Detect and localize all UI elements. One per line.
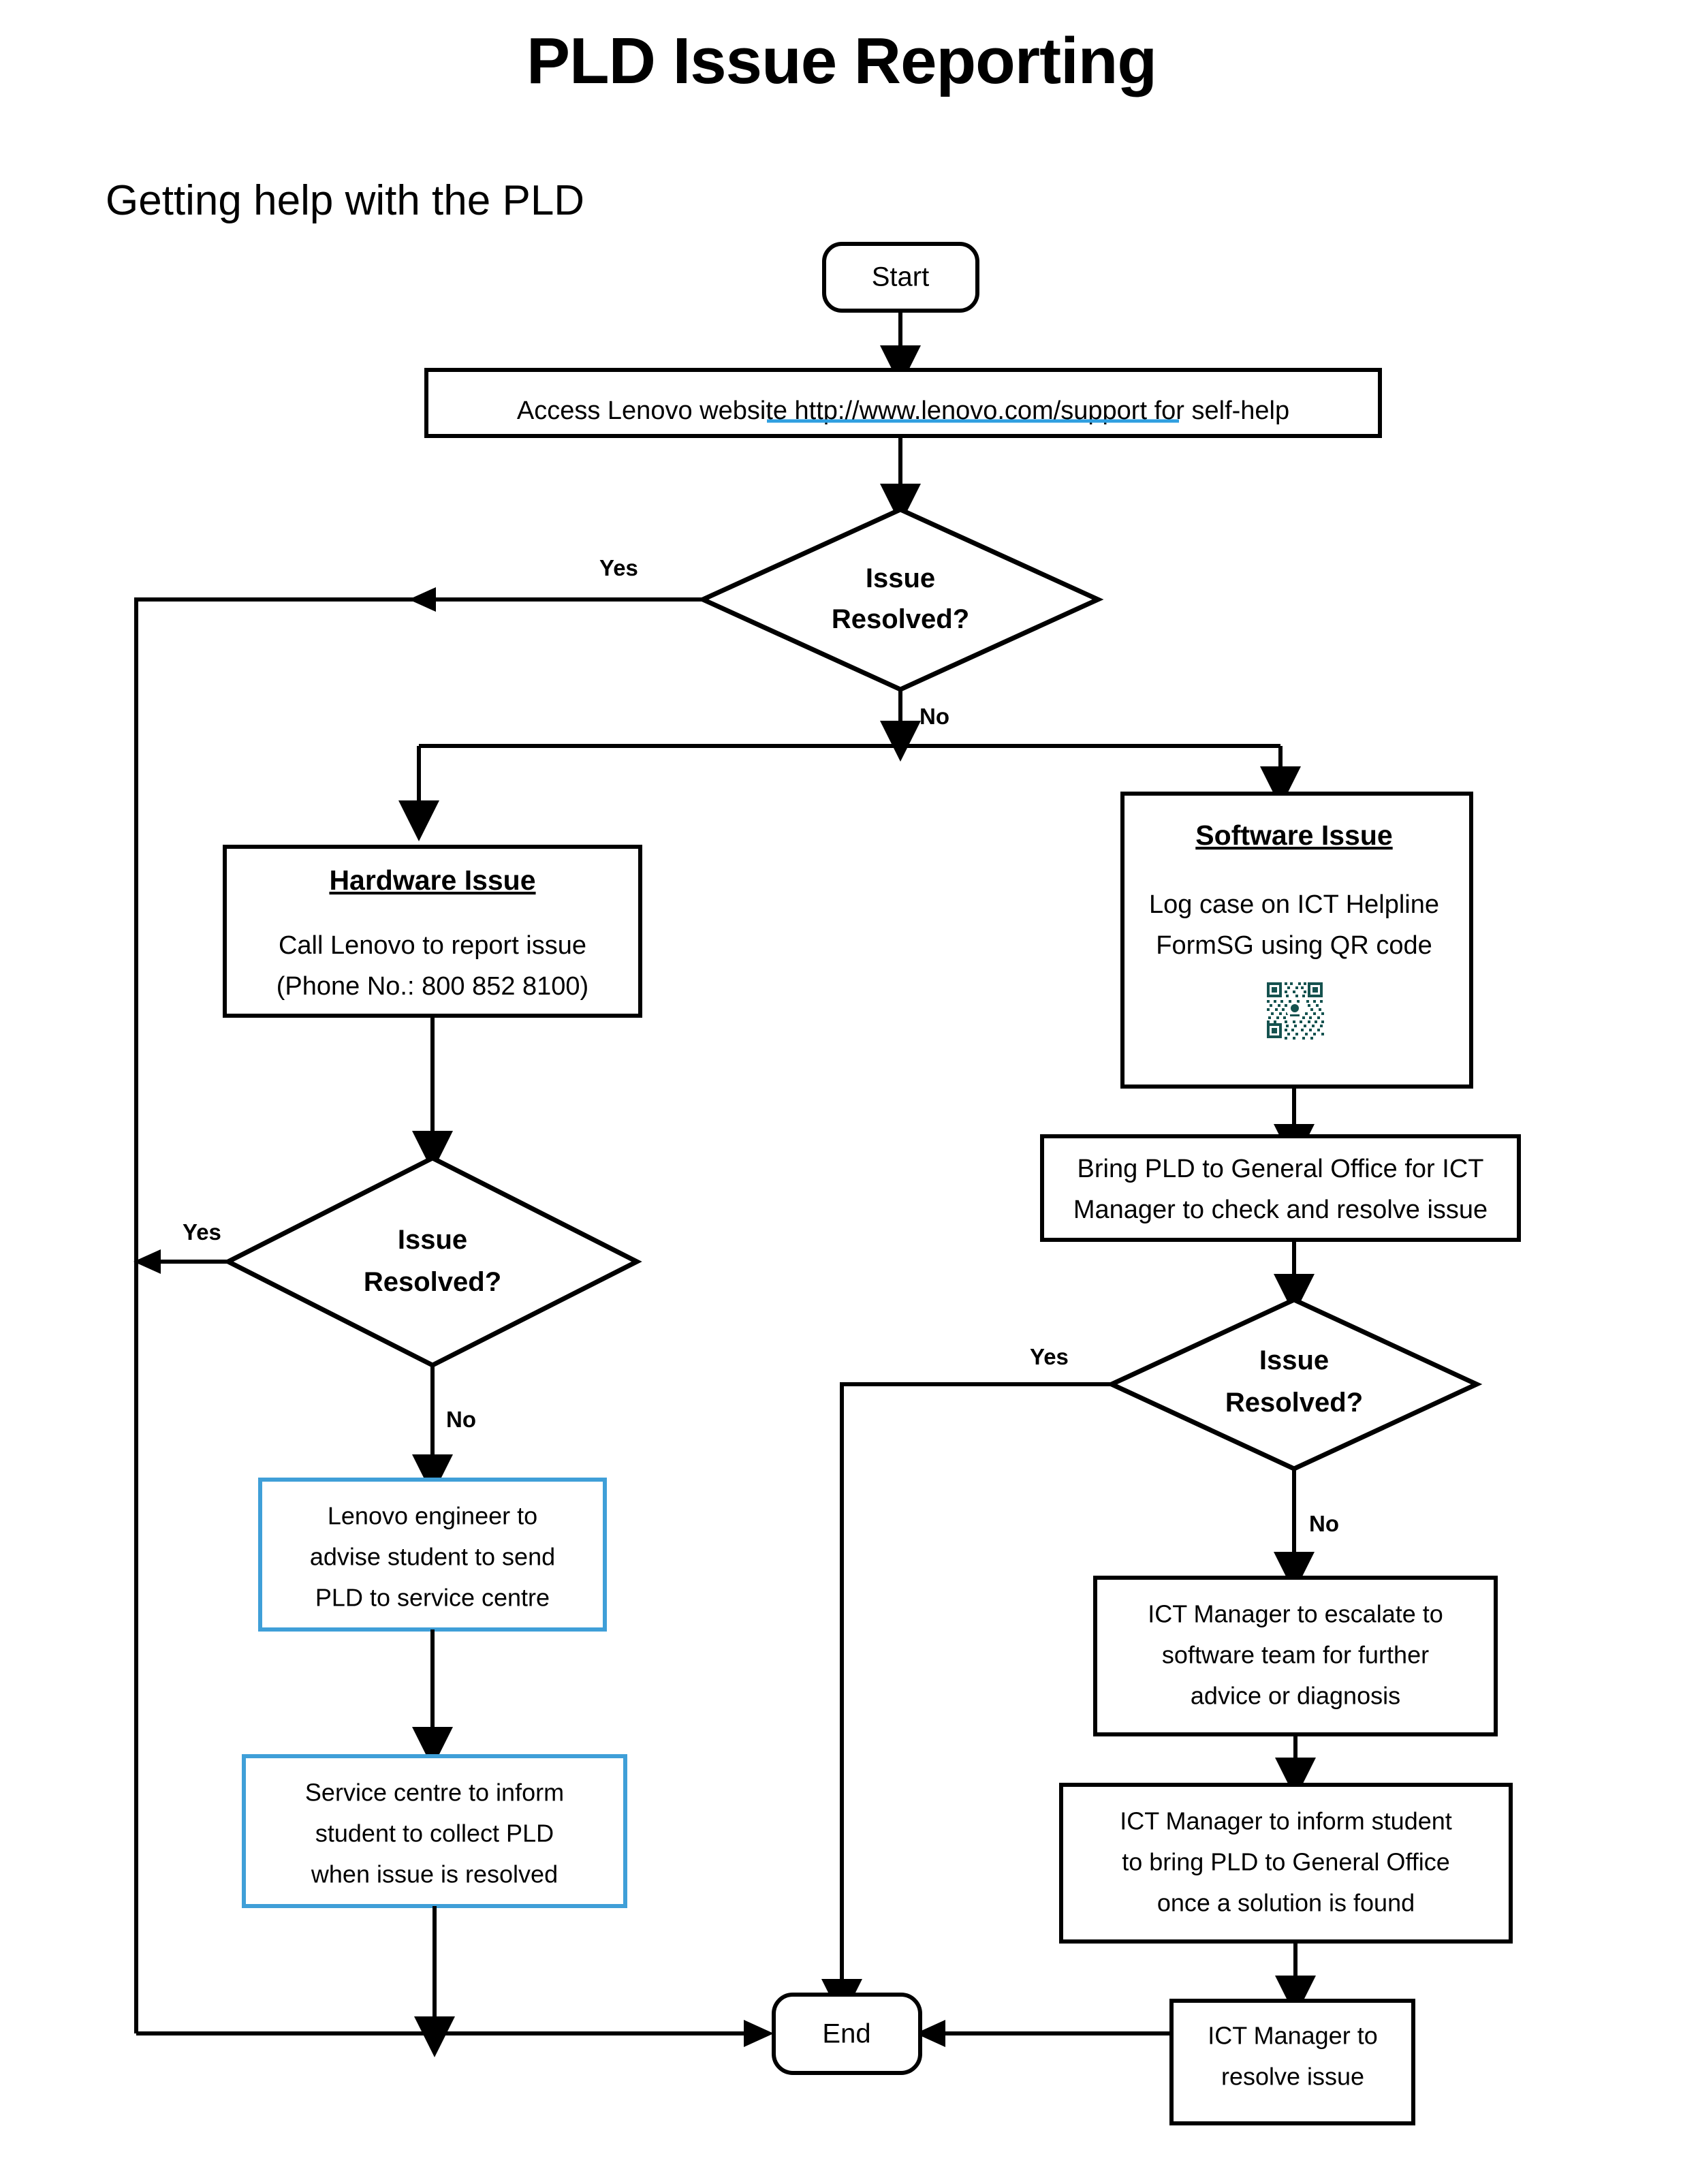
start-label: Start [872,262,929,292]
node-escalate-software-team[interactable]: ICT Manager to escalate to software team… [1093,1576,1498,1736]
lenovo-engineer-line1: Lenovo engineer to [328,1502,537,1530]
resolve-issue-line1: ICT Manager to [1208,2022,1377,2050]
hardware-line1: Call Lenovo to report issue [279,931,586,960]
access-shape [424,368,1382,438]
software-line1: Log case on ICT Helpline [1149,890,1439,919]
decision2-line2: Resolved? [364,1267,501,1297]
bring-pld-shape [1040,1134,1521,1242]
inform-student-line3: once a solution is found [1157,1889,1415,1917]
bring-pld-line2: Manager to check and resolve issue [1073,1196,1488,1224]
hardware-heading: Hardware Issue [329,864,535,896]
bring-pld-line1: Bring PLD to General Office for ICT [1078,1155,1484,1183]
escalate-line3: advice or diagnosis [1191,1682,1400,1710]
decision1-line2: Resolved? [832,604,969,634]
edge-label-decision3-no: No [1309,1511,1339,1536]
node-decision-issue-resolved-2[interactable]: Issue Resolved? [223,1155,642,1368]
decision3-line1: Issue [1259,1345,1329,1375]
node-decision-issue-resolved-1[interactable]: Issue Resolved? [697,507,1104,692]
decision1-line1: Issue [866,563,935,593]
node-bring-pld[interactable]: Bring PLD to General Office for ICT Mana… [1040,1134,1521,1242]
decision2-shape [223,1155,642,1368]
end-shape [772,1993,922,2075]
edge-decision3-yes [821,1382,1112,2020]
lenovo-engineer-shape [258,1478,607,1632]
hardware-line2: (Phone No.: 800 852 8100) [277,972,588,1001]
page-title: PLD Issue Reporting [526,25,1157,97]
edge-label-decision1-yes: Yes [599,555,638,580]
page-subtitle: Getting help with the PLD [106,177,585,224]
node-resolve-issue[interactable]: ICT Manager to resolve issue [1169,1999,1415,2125]
software-line2: FormSG using QR code [1156,931,1432,960]
software-heading: Software Issue [1195,820,1392,851]
node-start[interactable]: Start [822,242,979,313]
lenovo-engineer-line2: advise student to send [310,1543,555,1571]
lenovo-engineer-line3: PLD to service centre [315,1584,550,1612]
inform-student-line2: to bring PLD to General Office [1122,1848,1450,1876]
node-service-centre[interactable]: Service centre to inform student to coll… [242,1754,627,1908]
edge-resolve-to-end-arrowhead [915,2020,945,2047]
node-software-issue[interactable]: Software Issue Log case on ICT Helpline … [1120,792,1473,1089]
decision3-shape [1105,1297,1483,1471]
node-decision-issue-resolved-3[interactable]: Issue Resolved? [1105,1297,1483,1471]
node-end[interactable]: End [772,1993,922,2075]
end-label: End [822,2019,870,2049]
service-centre-line1: Service centre to inform [305,1779,564,1807]
decision3-line2: Resolved? [1225,1388,1363,1418]
access-text-before: Access Lenovo website [517,396,795,425]
node-access-lenovo[interactable]: Access Lenovo website http://www.lenovo.… [424,368,1382,438]
edge-label-decision2-yes: Yes [183,1219,221,1245]
edge-decision1-yes [134,597,703,2033]
edge-decision1-yes-arrowhead [409,587,436,612]
inform-student-shape [1059,1783,1513,1944]
resolve-issue-shape [1169,1999,1415,2125]
service-centre-line3: when issue is resolved [311,1860,558,1888]
node-hardware-issue[interactable]: Hardware Issue Call Lenovo to report iss… [223,845,642,1018]
node-lenovo-engineer[interactable]: Lenovo engineer to advise student to sen… [258,1478,607,1632]
edge-left-rail-to-end-arrowhead [744,2020,774,2047]
edge-decision2-yes-arrowhead [133,1249,161,1274]
edge-label-decision3-yes: Yes [1030,1344,1069,1369]
decision2-line1: Issue [398,1225,467,1255]
edge-label-decision1-no: No [919,704,949,729]
node-inform-student[interactable]: ICT Manager to inform student to bring P… [1059,1783,1513,1944]
service-centre-shape [242,1754,627,1908]
inform-student-line1: ICT Manager to inform student [1120,1807,1452,1835]
edge-label-decision2-no: No [446,1407,476,1432]
escalate-line1: ICT Manager to escalate to [1148,1600,1443,1628]
service-centre-line2: student to collect PLD [315,1820,554,1847]
decision1-shape [697,507,1104,692]
hardware-shape [223,845,642,1018]
resolve-issue-line2: resolve issue [1221,2063,1364,2091]
escalate-line2: software team for further [1162,1641,1429,1669]
qr-code-icon[interactable] [1265,981,1324,1040]
